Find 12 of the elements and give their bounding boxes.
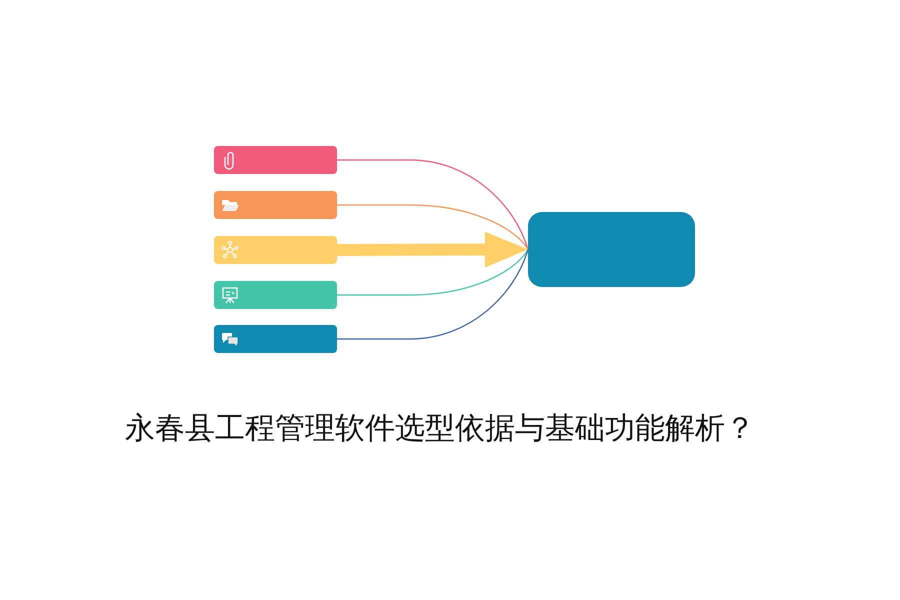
- connector-curve: [337, 249, 528, 296]
- connector-curve: [337, 159, 529, 250]
- thick-arrow: [336, 232, 528, 268]
- color-bar: [214, 146, 337, 174]
- color-bar: [214, 236, 337, 264]
- color-bar: [214, 281, 337, 309]
- color-bar: [214, 191, 337, 219]
- title: 永春县工程管理软件选型依据与基础功能解析？: [124, 410, 756, 448]
- rounded-box: [528, 212, 695, 287]
- connector-curve: [337, 204, 528, 250]
- connector-curve: [337, 249, 529, 340]
- color-bar: [214, 325, 337, 353]
